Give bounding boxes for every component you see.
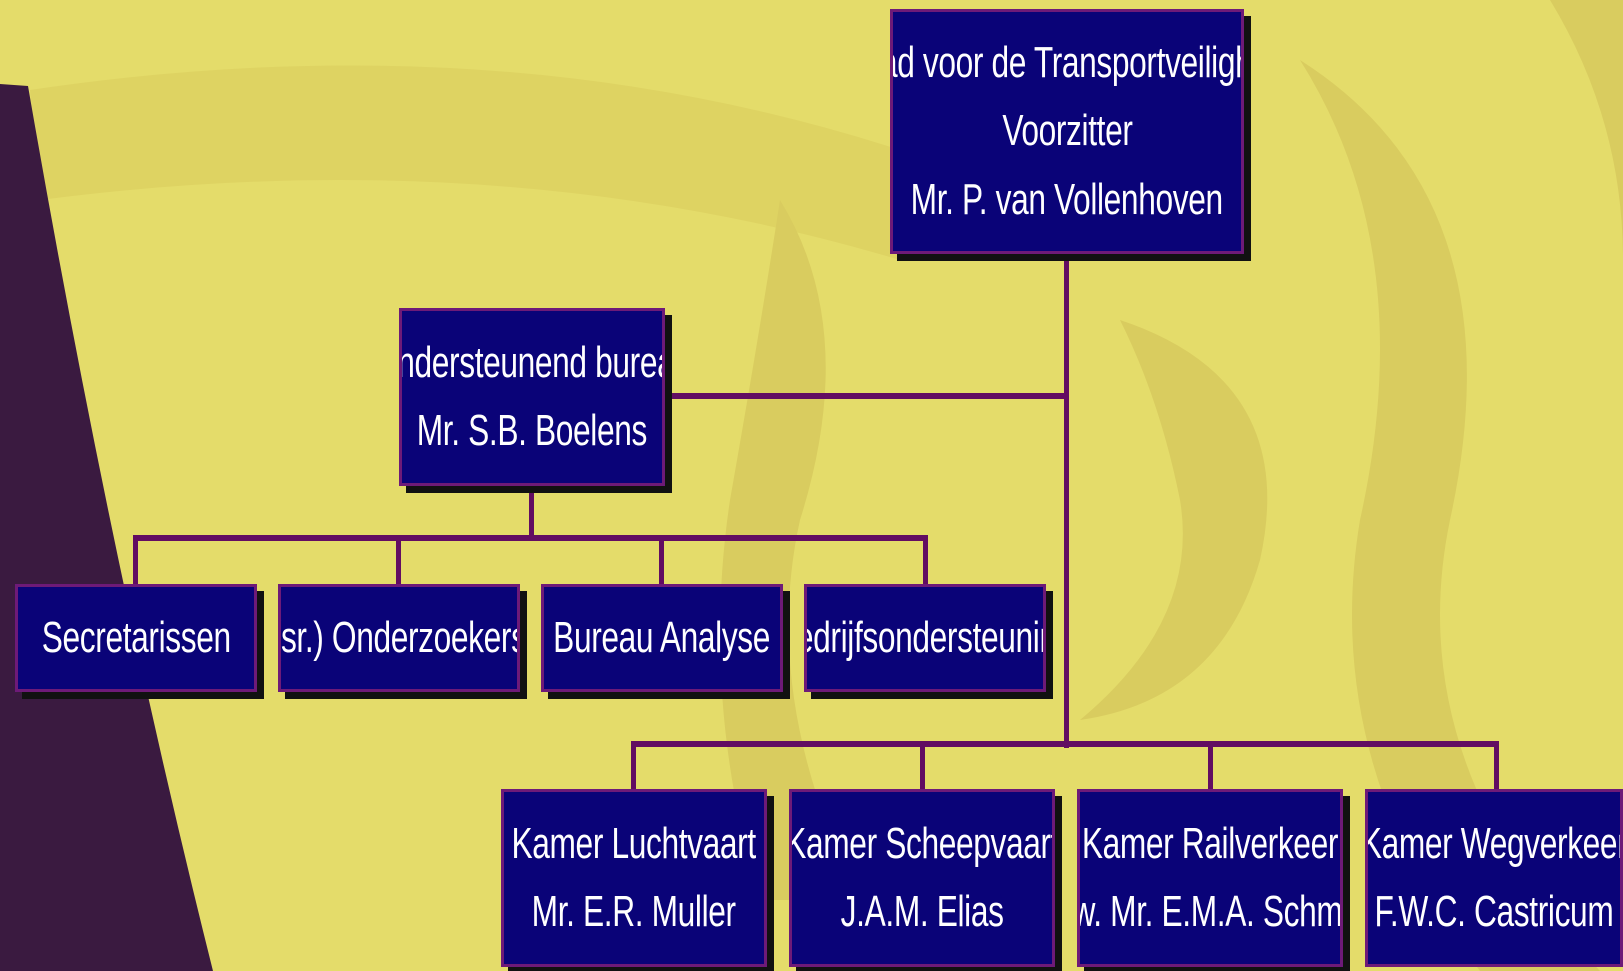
chamber-person: F.W.C. Castricum (1374, 887, 1614, 936)
left-band (0, 84, 213, 971)
chairman-box: Raad voor de Transportveiligheid Voorzit… (890, 9, 1244, 254)
connector-chambers-bar (631, 741, 1499, 747)
watermark-crest (1550, 0, 1623, 260)
connector-top-trunk (1064, 252, 1069, 748)
chamber-box: Kamer Luchtvaart Mr. E.R. Muller (501, 789, 767, 967)
watermark-arc (30, 65, 900, 260)
unit-box: (sr.) Onderzoekers (278, 584, 520, 692)
chamber-person: Mw. Mr. E.M.A. Schmitz (1080, 887, 1343, 936)
bureau-head: Mr. S.B. Boelens (416, 406, 648, 455)
connector-bureau-branch (664, 393, 1069, 399)
unit-box: Bureau Analyse (541, 584, 783, 692)
chamber-person: J.A.M. Elias (840, 887, 1004, 936)
unit-label: (sr.) Onderzoekers (278, 612, 520, 662)
connector-unit-drop (396, 535, 401, 587)
connector-chamber-drop (631, 741, 636, 791)
chamber-box: Kamer Scheepvaart J.A.M. Elias (789, 789, 1055, 967)
connector-chamber-drop (920, 741, 925, 791)
chamber-name: Kamer Railverkeer (1081, 818, 1339, 868)
connector-chamber-drop (1494, 741, 1499, 791)
unit-label: Bureau Analyse (553, 612, 771, 662)
chamber-name: Kamer Scheepvaart (789, 818, 1055, 868)
chairman-title: Voorzitter (1001, 106, 1133, 156)
unit-box: Secretarissen (15, 584, 257, 692)
connector-chamber-drop (1208, 741, 1213, 791)
chamber-box: Kamer Wegverkeer F.W.C. Castricum (1365, 789, 1623, 967)
connector-units-bar (133, 535, 928, 541)
chamber-name: Kamer Luchtvaart (511, 818, 757, 868)
connector-bureau-down (529, 488, 534, 537)
support-bureau-box: Ondersteunend bureau Mr. S.B. Boelens (399, 308, 665, 486)
chamber-name: Kamer Wegverkeer (1365, 818, 1623, 868)
chairman-org: Raad voor de Transportveiligheid (893, 38, 1241, 88)
unit-box: Bedrijfsondersteuning (804, 584, 1046, 692)
chamber-box: Kamer Railverkeer Mw. Mr. E.M.A. Schmitz (1077, 789, 1343, 967)
unit-label: Bedrijfsondersteuning (807, 612, 1043, 662)
unit-label: Secretarissen (41, 612, 231, 662)
connector-unit-drop (133, 535, 138, 587)
watermark-leaf-left (720, 200, 860, 900)
connector-unit-drop (923, 535, 928, 587)
chamber-person: Mr. E.R. Muller (531, 887, 737, 936)
watermark-swirl (1080, 320, 1268, 720)
chairman-name: Mr. P. van Vollenhoven (910, 174, 1224, 224)
bureau-name: Ondersteunend bureau (399, 337, 662, 387)
connector-unit-drop (659, 535, 664, 587)
